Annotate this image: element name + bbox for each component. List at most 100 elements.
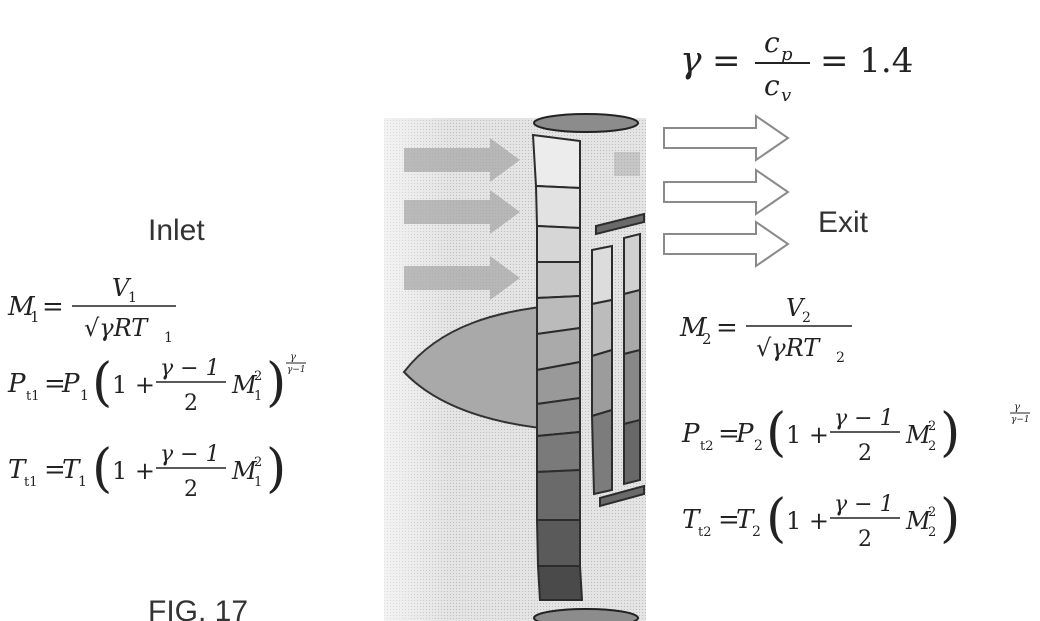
svg-text:P: P [735, 419, 754, 449]
svg-text:1: 1 [254, 475, 262, 490]
svg-text:γ − 1: γ − 1 [834, 492, 894, 517]
svg-text:1 +: 1 + [112, 371, 155, 399]
gamma-den: c [764, 69, 780, 102]
svg-text:2: 2 [928, 505, 936, 520]
svg-text:M: M [905, 421, 932, 449]
svg-text:(: ( [766, 489, 786, 549]
svg-text:2: 2 [802, 310, 811, 326]
svg-text:2: 2 [752, 524, 761, 540]
exit-equations: M 2 = V 2 √γRT 2 P t2 = P 2 ( 1 + γ − 1 … [679, 294, 1030, 552]
svg-text:M: M [231, 457, 258, 485]
svg-text:γ: γ [290, 352, 296, 363]
svg-text:√γRT: √γRT [84, 314, 149, 342]
svg-text:γ − 1: γ − 1 [160, 442, 220, 467]
exit-label: Exit [818, 206, 869, 239]
svg-text:M: M [7, 292, 36, 322]
svg-text:√γRT: √γRT [756, 334, 821, 362]
svg-text:1 +: 1 + [786, 421, 829, 449]
svg-text:P: P [7, 369, 26, 399]
gamma-value: = 1.4 [820, 41, 913, 81]
svg-text:2: 2 [858, 527, 872, 552]
svg-text:γ − 1: γ − 1 [160, 356, 220, 381]
svg-text:V: V [112, 274, 132, 302]
svg-text:): ) [940, 489, 960, 549]
svg-text:M: M [905, 507, 932, 535]
svg-text:T: T [62, 455, 81, 485]
stator-blades [590, 212, 645, 508]
casing-top [533, 113, 639, 133]
inlet-mach-equation: M 1 = V 1 √γRT 1 [7, 274, 176, 346]
svg-text:γ−1: γ−1 [287, 365, 306, 375]
svg-text:T: T [736, 505, 755, 535]
svg-text:2: 2 [928, 439, 936, 454]
svg-text:=: = [42, 292, 64, 322]
svg-text:2: 2 [254, 455, 262, 470]
inlet-temperature-equation: T t1 = T 1 ( 1 + γ − 1 2 M 1 2 ) [8, 439, 286, 502]
gamma-num: c [764, 26, 780, 59]
svg-text:1: 1 [78, 474, 87, 490]
gamma-equals: = [712, 41, 741, 81]
svg-text:1: 1 [164, 330, 173, 346]
exit-mach-equation: M 2 = V 2 √γRT 2 [679, 294, 852, 366]
gamma-equation: γ = c p c v = 1.4 [680, 26, 913, 106]
inlet-arrows [404, 138, 640, 300]
casing-bottom [533, 608, 639, 621]
engine-panel [384, 113, 646, 621]
inlet-arrow-3 [404, 256, 520, 300]
svg-text:2: 2 [184, 477, 198, 502]
exit-temperature-equation: T t2 = T 2 ( 1 + γ − 1 2 M 2 2 ) [682, 489, 960, 552]
svg-text:t1: t1 [26, 389, 40, 404]
svg-text:(: ( [92, 439, 112, 499]
svg-text:P: P [61, 369, 80, 399]
svg-text:=: = [716, 313, 738, 343]
svg-text:(: ( [766, 403, 786, 463]
svg-text:t2: t2 [698, 525, 712, 540]
svg-text:2: 2 [836, 350, 845, 366]
gamma-den-sub: v [781, 85, 791, 106]
svg-text:T: T [8, 455, 27, 485]
exit-arrow-3 [663, 220, 790, 268]
figure-caption: FIG. 17 [148, 595, 248, 621]
svg-text:(: ( [92, 353, 112, 413]
svg-text:t2: t2 [700, 439, 714, 454]
svg-text:): ) [266, 353, 286, 413]
svg-text:=: = [44, 369, 66, 399]
inlet-arrow-1 [404, 138, 520, 182]
svg-text:γ − 1: γ − 1 [834, 406, 894, 431]
exit-pressure-equation: P t2 = P 2 ( 1 + γ − 1 2 M 2 2 ) γ γ−1 [681, 402, 1030, 466]
svg-text:2: 2 [254, 369, 262, 384]
svg-text:): ) [940, 403, 960, 463]
gamma-symbol: γ [680, 40, 702, 81]
svg-text:γ−1: γ−1 [1011, 415, 1030, 425]
svg-text:1: 1 [254, 389, 262, 404]
svg-text:M: M [231, 371, 258, 399]
svg-text:2: 2 [754, 438, 763, 454]
svg-text:γ: γ [1014, 402, 1020, 413]
svg-text:=: = [718, 419, 740, 449]
svg-text:2: 2 [928, 419, 936, 434]
svg-text:M: M [679, 313, 708, 343]
svg-text:P: P [681, 419, 700, 449]
svg-text:1: 1 [30, 308, 40, 326]
svg-text:1: 1 [80, 388, 89, 404]
svg-text:2: 2 [702, 330, 712, 348]
svg-text:2: 2 [928, 525, 936, 540]
exit-arrow-2 [663, 168, 790, 216]
svg-text:2: 2 [184, 391, 198, 416]
fan-blade [531, 133, 584, 601]
svg-text:V: V [786, 294, 806, 322]
svg-text:1: 1 [128, 290, 137, 306]
exit-arrow-1 [663, 114, 790, 162]
inlet-label: Inlet [148, 214, 205, 247]
svg-text:1 +: 1 + [786, 507, 829, 535]
exit-arrows [663, 114, 790, 268]
svg-text:T: T [682, 505, 701, 535]
svg-text:1 +: 1 + [112, 457, 155, 485]
svg-text:=: = [44, 455, 66, 485]
svg-text:t1: t1 [24, 475, 38, 490]
inlet-equations: M 1 = V 1 √γRT 1 P t1 = P 1 ( 1 + γ − 1 … [7, 274, 306, 502]
inlet-pressure-equation: P t1 = P 1 ( 1 + γ − 1 2 M 1 2 ) γ γ−1 [7, 352, 306, 416]
svg-text:=: = [718, 505, 740, 535]
inlet-arrow-2 [404, 190, 520, 234]
